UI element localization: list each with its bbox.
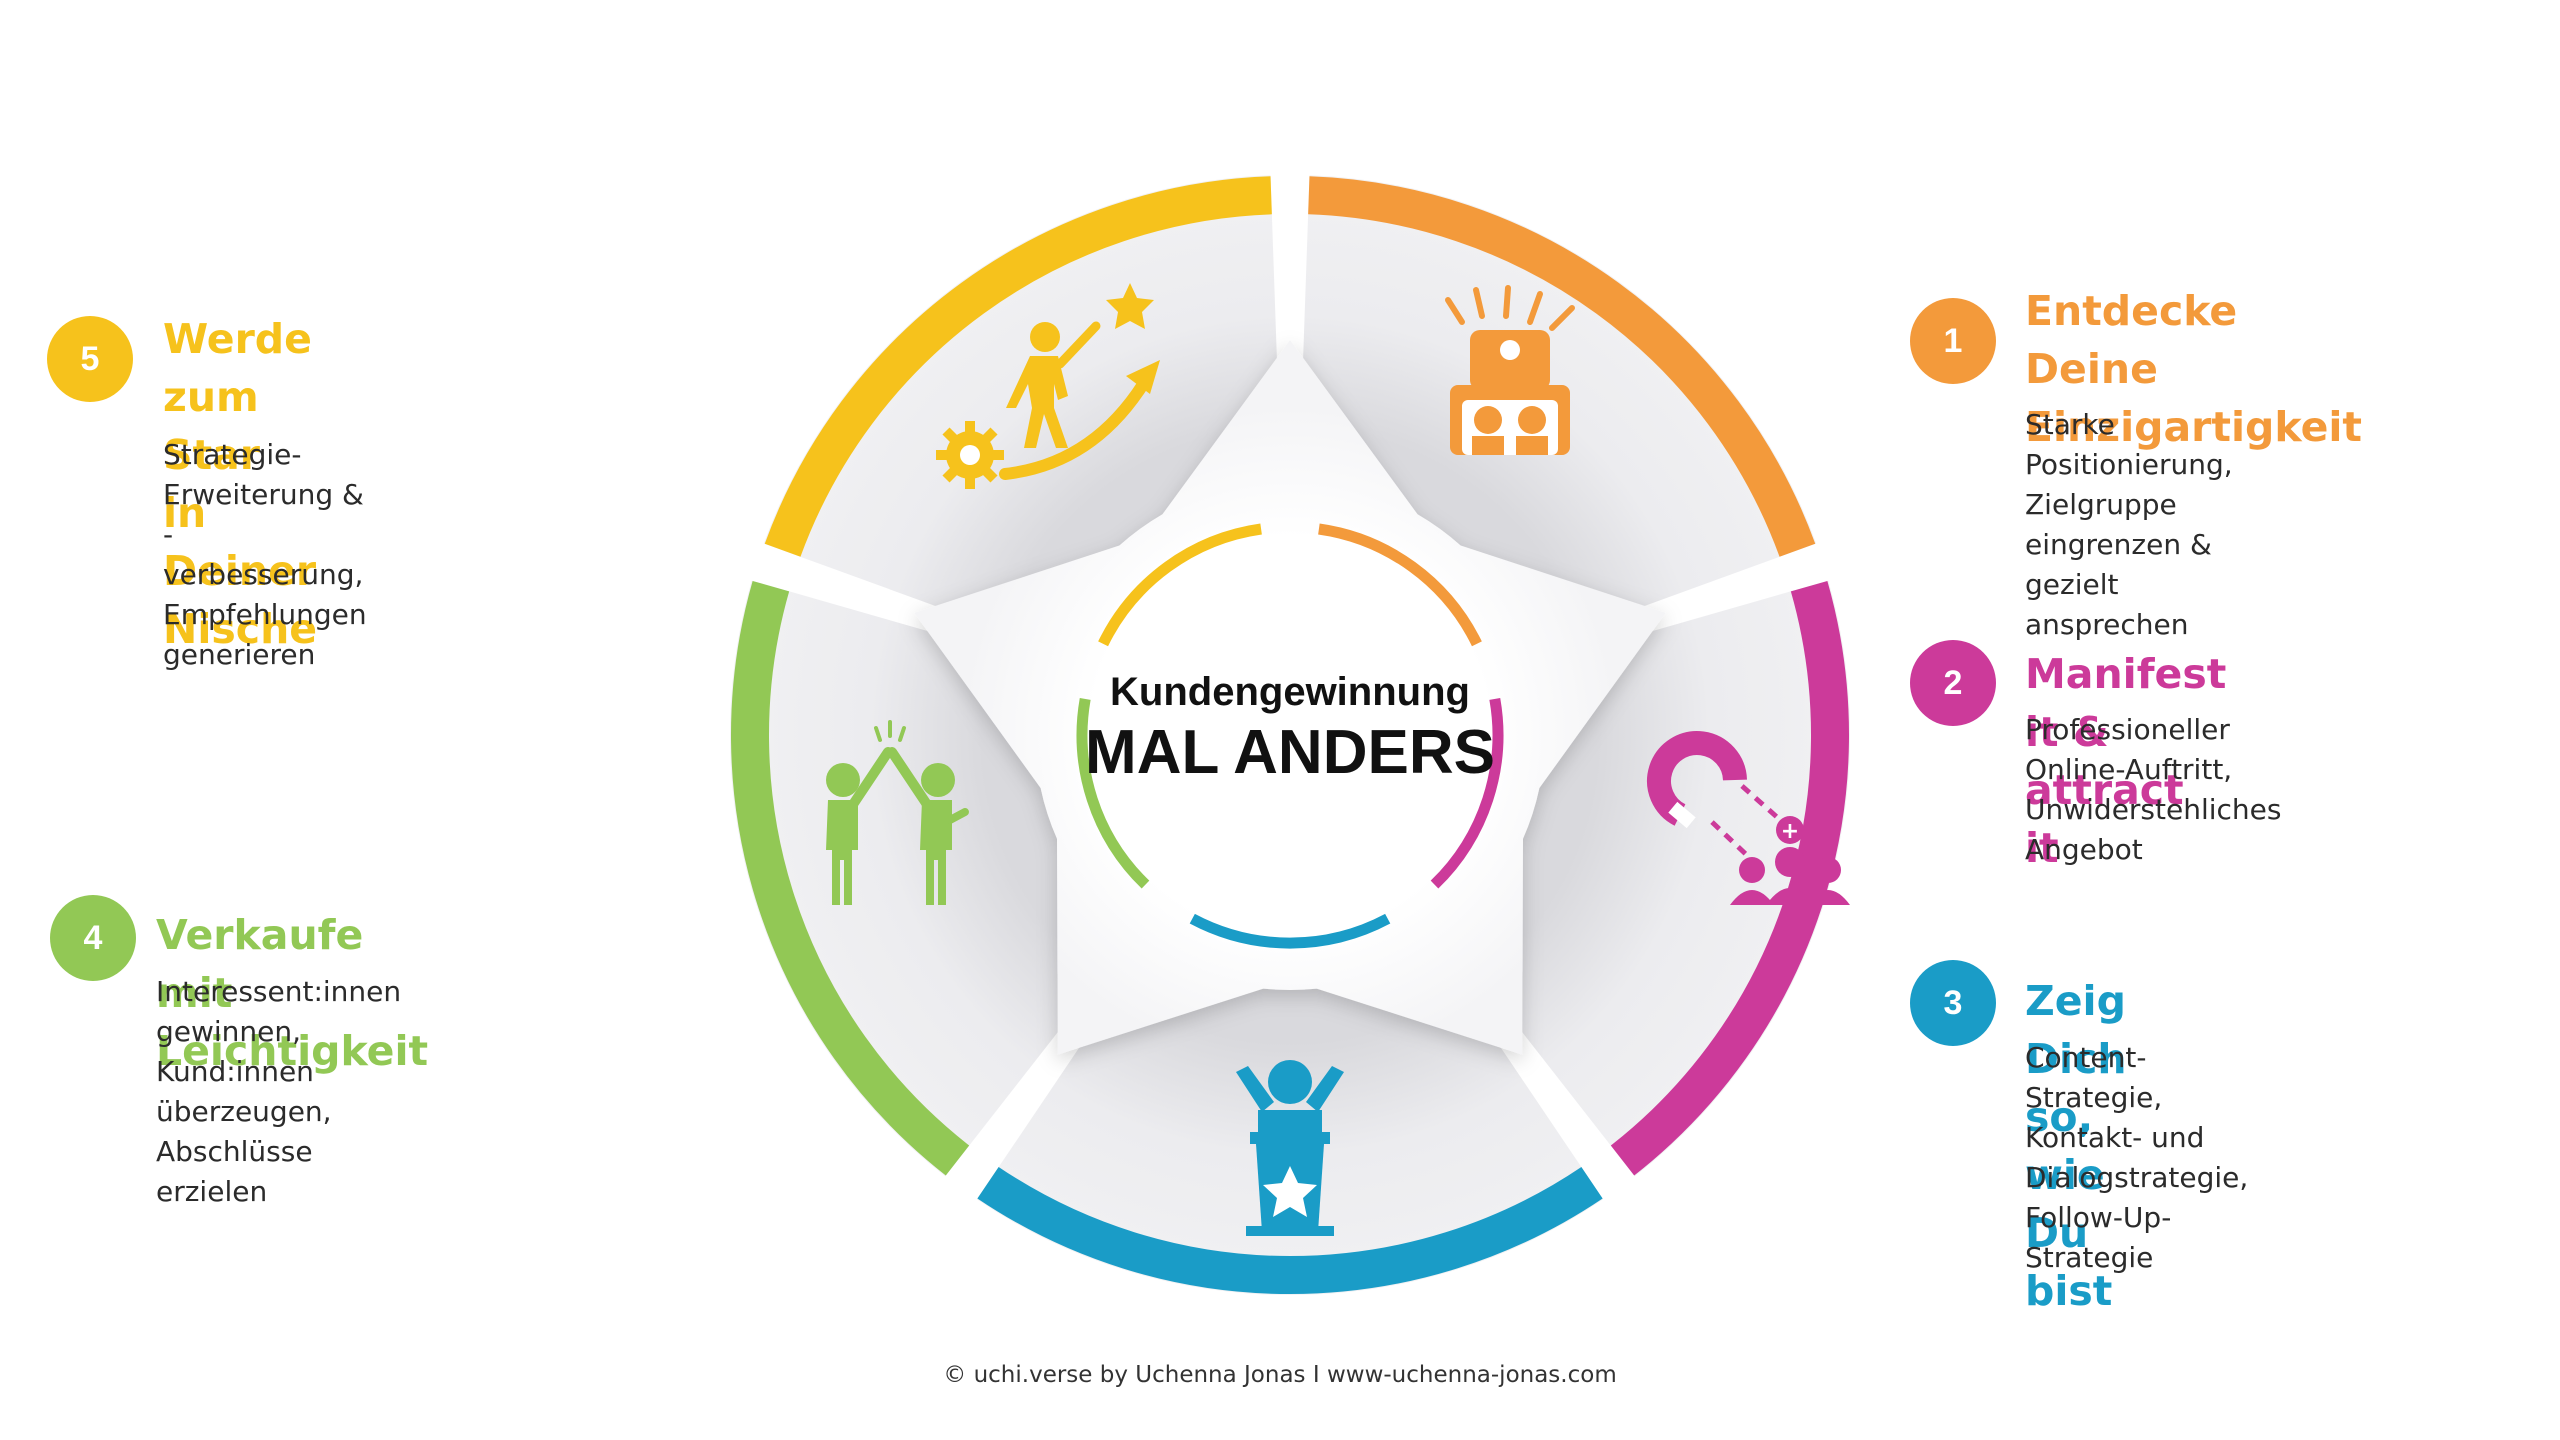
inner-arc-2 <box>1430 697 1504 889</box>
step-description: Starke Positionierung, Zielgruppe eingre… <box>2025 408 2233 641</box>
outer-arc-5 <box>764 176 1272 557</box>
step-title: Entdecke Deine Einzigartigkeit <box>2025 287 2363 451</box>
step-number-badge: 2 <box>1910 640 1996 726</box>
step-description: Interessent:innen gewinnen, Kund:innen ü… <box>156 975 402 1208</box>
step-description: Content-Strategie, Kontakt- und Dialogst… <box>2025 1041 2249 1274</box>
center-circle <box>1090 535 1490 935</box>
speaker-podium-icon <box>1236 1060 1344 1236</box>
high-five-icon <box>826 720 969 905</box>
step-title: Verkaufe mit Leichtigkeit <box>156 911 429 1075</box>
outer-arc-3 <box>977 1166 1603 1295</box>
step-title: Manifest it & attract it <box>2025 650 2227 872</box>
climb-star-icon <box>936 283 1160 489</box>
wheel-segment-3 <box>976 735 1604 1296</box>
inner-arc-3 <box>1189 913 1391 949</box>
outer-arc-1 <box>1308 176 1816 557</box>
step-description: Professioneller Online-Auftritt, Unwider… <box>2025 713 2282 866</box>
step-title: Werde zum Star in Deiner Nische <box>163 315 318 653</box>
unique-group-icon <box>1445 285 1575 455</box>
outer-arc-4 <box>730 580 970 1176</box>
step-description: Strategie-Erweiterung & -verbesserung, E… <box>163 438 367 671</box>
svg-text:+: + <box>1781 819 1799 844</box>
inner-arc-5 <box>1098 523 1262 647</box>
inner-arc-4 <box>1076 697 1150 889</box>
step-number-badge: 1 <box>1910 298 1996 384</box>
center-title: Kundengewinnung <box>1110 670 1470 714</box>
inner-arc-1 <box>1318 523 1482 647</box>
magnet-attract-icon: + <box>1647 731 1850 905</box>
step-number-badge: 3 <box>1910 960 1996 1046</box>
step-number-badge: 4 <box>50 895 136 981</box>
footer-credit: © uchi.verse by Uchenna Jonas I www-uche… <box>943 1362 1617 1388</box>
center-subtitle: MAL ANDERS <box>1085 718 1495 787</box>
step-title: Zeig Dich so, wie Du bist <box>2025 977 2127 1315</box>
step-number-badge: 5 <box>47 316 133 402</box>
